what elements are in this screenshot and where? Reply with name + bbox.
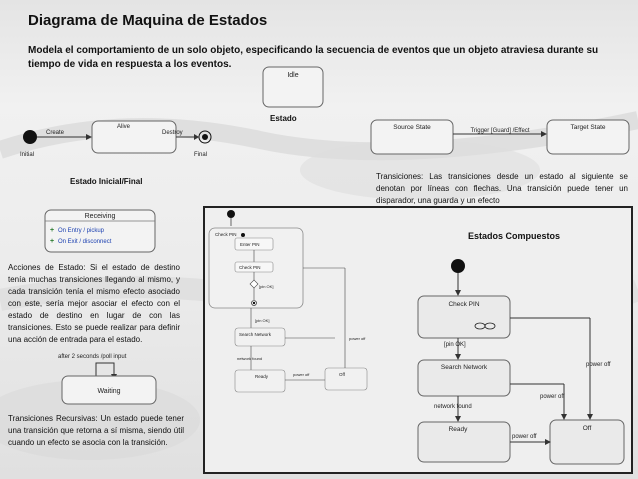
idle-state-label: Idle — [287, 72, 298, 79]
waiting-state-example: after 2 seconds /poll input Waiting — [56, 350, 176, 410]
on-exit-label: On Exit / disconnect — [58, 239, 112, 245]
svg-text:+: + — [50, 227, 54, 234]
composite-states-caption: Estados Compuestos — [468, 231, 561, 241]
small-composite-diagram: Check PIN Enter PIN Check PIN [pin OK] [… — [205, 208, 375, 472]
destroy-label: Destroy — [162, 130, 183, 136]
initial-node-icon — [23, 130, 37, 144]
page-title: Diagrama de Maquina de Estados — [28, 12, 268, 29]
target-state-label: Target State — [570, 124, 605, 131]
svg-text:power off: power off — [293, 372, 310, 377]
svg-text:power off: power off — [540, 394, 565, 400]
svg-text:Ready: Ready — [449, 426, 469, 433]
svg-text:network found: network found — [237, 356, 262, 361]
svg-text:Check PIN: Check PIN — [448, 301, 479, 308]
svg-text:Off: Off — [339, 372, 346, 377]
final-label: Final — [194, 152, 207, 158]
initial-label: Initial — [20, 152, 34, 158]
alive-state — [91, 120, 177, 154]
svg-text:[pin OK]: [pin OK] — [259, 284, 273, 289]
loop-label: after 2 seconds /poll input — [58, 354, 127, 360]
page-description: Modela el comportamiento de un solo obje… — [28, 45, 599, 70]
alive-label: Alive — [117, 124, 131, 130]
transition-diagram: Source State Trigger [Guard] /Effect Tar… — [370, 118, 632, 160]
svg-text:power off: power off — [586, 362, 611, 368]
svg-text:Check PIN: Check PIN — [215, 232, 237, 237]
receiving-label: Receiving — [85, 213, 116, 220]
estado-caption: Estado — [270, 114, 297, 123]
svg-text:+: + — [50, 238, 54, 245]
transition-text: Transiciones: Las transiciones desde un … — [376, 172, 628, 205]
svg-text:power off: power off — [512, 434, 537, 440]
trigger-label: Trigger [Guard] /Effect — [470, 128, 529, 134]
svg-text:Ready: Ready — [255, 374, 269, 379]
idle-state-example: Idle — [262, 66, 324, 110]
search-network-state — [417, 359, 511, 397]
check-pin-state — [417, 295, 511, 339]
recursive-transitions-text: Transiciones Recursivas: Un estado puede… — [8, 414, 184, 447]
svg-text:[pin OK]: [pin OK] — [255, 318, 269, 323]
target-state — [546, 119, 630, 155]
create-label: Create — [46, 130, 65, 136]
on-entry-label: On Entry / pickup — [58, 228, 105, 234]
svg-text:Check PIN: Check PIN — [239, 265, 261, 270]
svg-text:Search Network: Search Network — [441, 364, 488, 371]
initial-final-diagram: Create Initial Alive Destroy Final — [16, 116, 216, 164]
source-state-label: Source State — [393, 124, 431, 131]
composite-initial-node-icon — [451, 259, 465, 273]
svg-text:Search Network: Search Network — [239, 332, 272, 337]
large-composite-diagram: Check PIN [pin OK] Search Network networ… — [414, 256, 628, 470]
svg-text:network found: network found — [434, 404, 472, 410]
svg-text:power off: power off — [349, 336, 366, 341]
source-state — [370, 119, 454, 155]
state-actions-text: Acciones de Estado: Si el estado de dest… — [8, 263, 180, 344]
final-node-icon — [198, 130, 212, 144]
initial-final-caption: Estado Inicial/Final — [70, 177, 143, 186]
svg-text:Off: Off — [583, 425, 592, 432]
waiting-label: Waiting — [97, 388, 120, 395]
svg-text:Enter PIN: Enter PIN — [240, 242, 260, 247]
svg-text:[pin OK]: [pin OK] — [444, 342, 466, 348]
receiving-state-example: Receiving + On Entry / pickup + On Exit … — [44, 209, 156, 253]
